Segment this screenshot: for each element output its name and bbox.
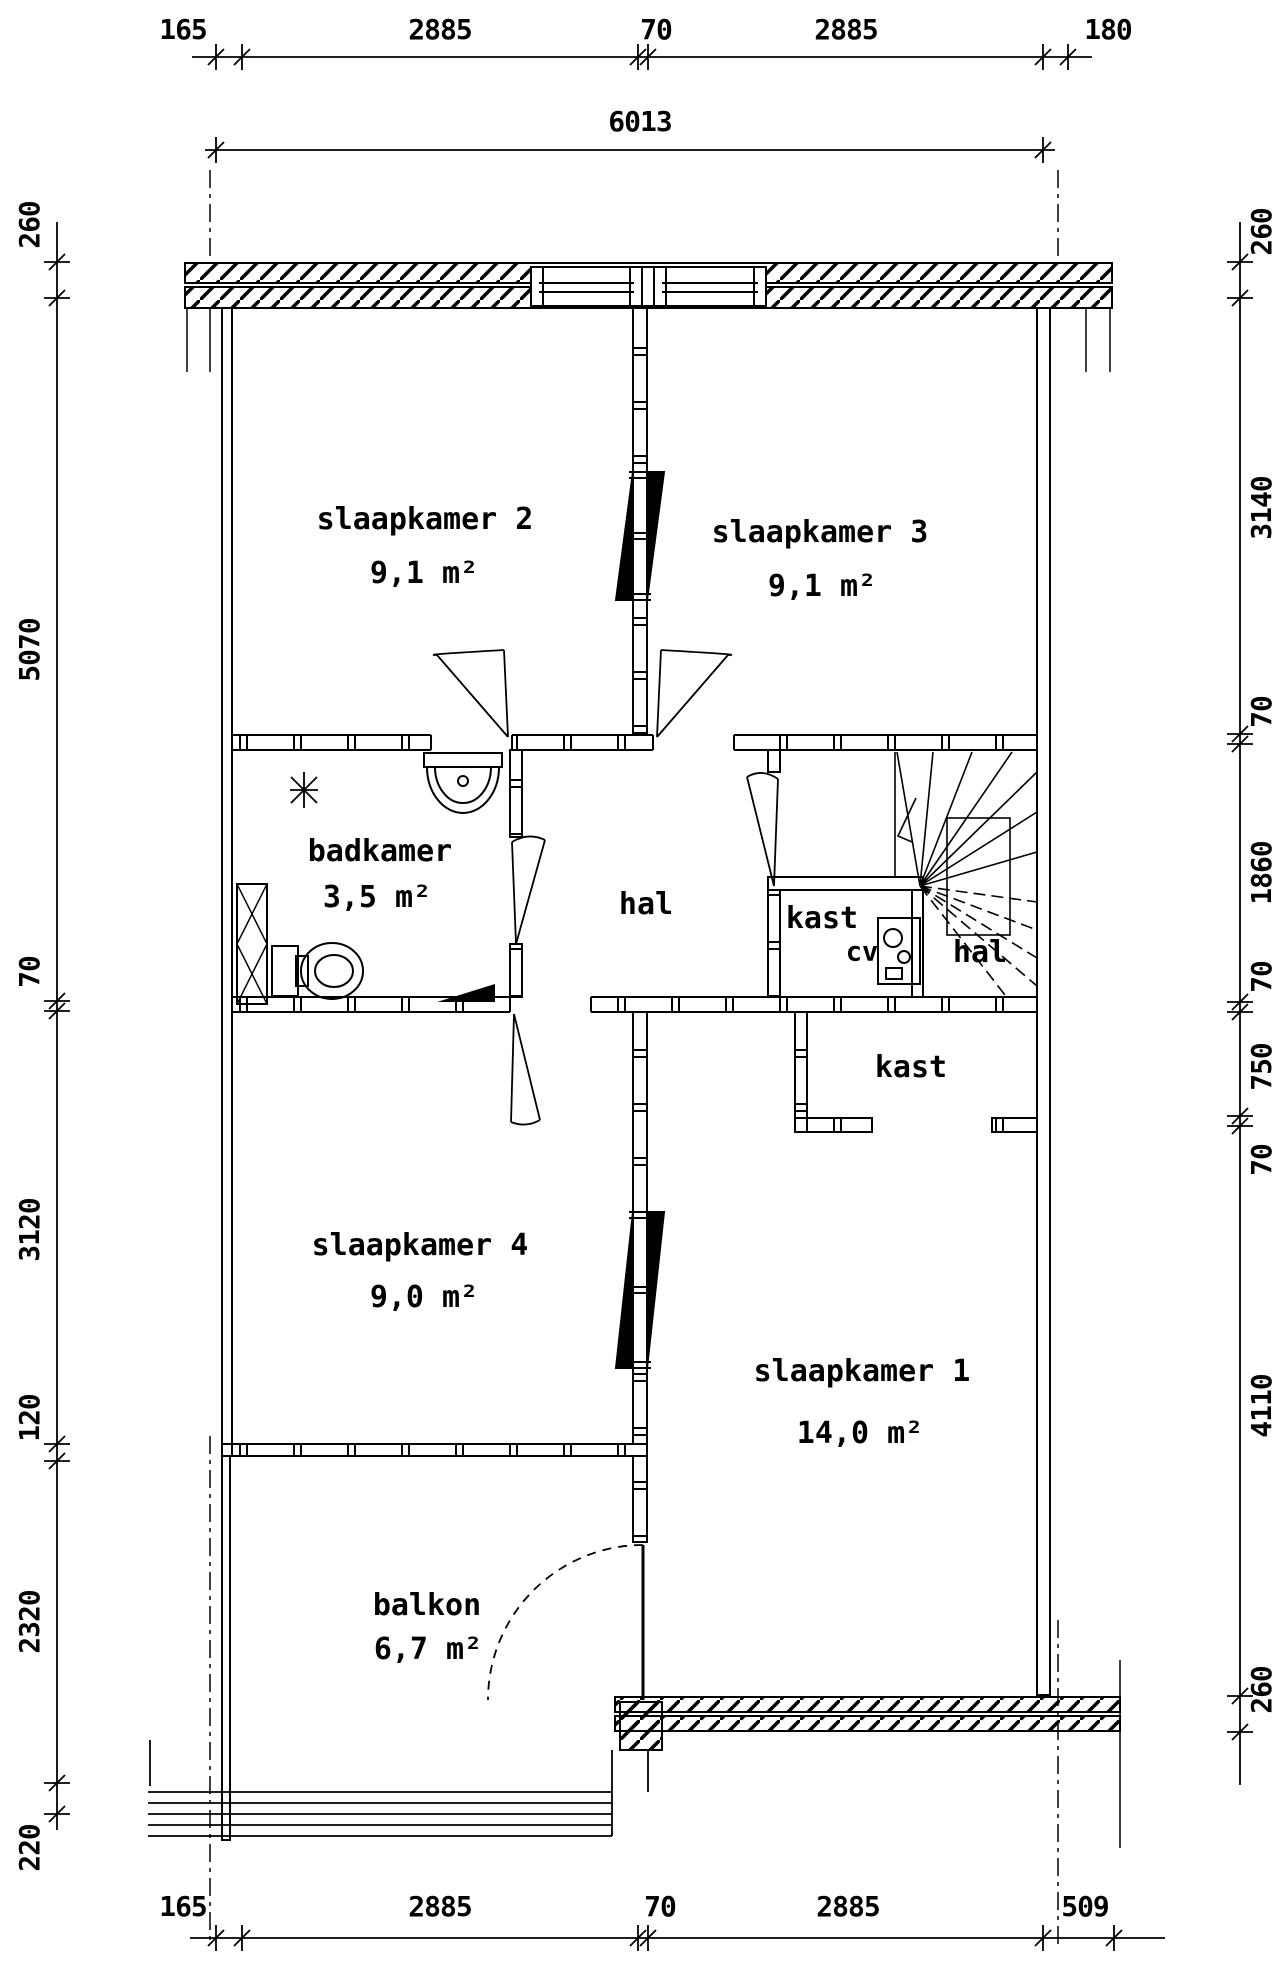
dim-right-1860: 1860 xyxy=(1245,841,1278,905)
balcony-pier xyxy=(619,1701,663,1751)
interior-walls xyxy=(221,307,1038,1543)
cv-boiler xyxy=(877,917,921,985)
dim-left-3120: 3120 xyxy=(13,1198,46,1262)
dim-left-260: 260 xyxy=(13,201,46,249)
room-label-kast-lower: kast xyxy=(874,1050,948,1085)
dim-right-70a: 70 xyxy=(1245,696,1278,728)
room-label-slaapkamer-4: slaapkamer 4 xyxy=(311,1228,529,1263)
dim-bottom-70: 70 xyxy=(644,1890,677,1923)
reference-grid-lines xyxy=(186,170,1121,1945)
dim-right-260b: 260 xyxy=(1245,1666,1278,1714)
room-label-cv: cv xyxy=(845,936,879,968)
toilet-bowl xyxy=(300,942,364,1000)
dim-bottom-165: 165 xyxy=(159,1890,208,1923)
dim-left-220: 220 xyxy=(13,1824,46,1872)
room-area-slaapkamer-3: 9,1 m² xyxy=(767,569,877,604)
dimension-lines xyxy=(44,44,1253,1951)
room-label-slaapkamer-2: slaapkamer 2 xyxy=(316,502,534,537)
dim-top-2885b: 2885 xyxy=(814,13,878,46)
room-label-kast-cv: kast xyxy=(785,901,859,936)
room-label-badkamer: badkamer xyxy=(307,834,453,869)
balcony-left-rail xyxy=(221,1455,231,1841)
dim-bottom-509: 509 xyxy=(1061,1890,1110,1923)
room-area-slaapkamer-2: 9,1 m² xyxy=(369,556,479,591)
shower-strip xyxy=(236,883,268,1005)
room-area-balkon: 6,7 m² xyxy=(373,1632,483,1667)
dim-top-2885a: 2885 xyxy=(408,13,472,46)
balcony-bottom-rail xyxy=(148,1791,612,1837)
dim-bottom-2885a: 2885 xyxy=(408,1890,472,1923)
dim-top-165: 165 xyxy=(159,13,208,46)
room-label-slaapkamer-3: slaapkamer 3 xyxy=(711,515,929,550)
room-label-balkon: balkon xyxy=(372,1588,482,1623)
room-area-slaapkamer-1: 14,0 m² xyxy=(796,1416,924,1451)
dim-right-260a: 260 xyxy=(1245,208,1278,256)
stairs xyxy=(894,751,1038,996)
dim-right-4110: 4110 xyxy=(1245,1374,1278,1438)
room-label-hal-stairs: hal xyxy=(952,935,1008,970)
dim-top-180: 180 xyxy=(1084,13,1133,46)
outer-walls xyxy=(184,259,1121,1732)
vent-window-symbols xyxy=(614,471,666,1369)
balcony xyxy=(148,1455,663,1841)
room-label-slaapkamer-1: slaapkamer 1 xyxy=(753,1354,971,1389)
dim-left-5070: 5070 xyxy=(13,618,46,682)
bathroom-fixtures xyxy=(236,752,921,1005)
dim-left-2320: 2320 xyxy=(13,1590,46,1654)
dim-left-120: 120 xyxy=(13,1394,46,1442)
stair-direction-arrow xyxy=(896,797,917,843)
dim-top-70: 70 xyxy=(640,13,673,46)
dim-top-total: 6013 xyxy=(608,105,672,138)
room-area-slaapkamer-4: 9,0 m² xyxy=(369,1280,479,1315)
threshold-wedge xyxy=(437,984,495,1002)
dim-bottom-2885b: 2885 xyxy=(816,1890,880,1923)
toilet-tank xyxy=(271,945,299,997)
dim-right-70c: 70 xyxy=(1245,1144,1278,1176)
dim-right-3140: 3140 xyxy=(1245,476,1278,540)
room-area-badkamer: 3,5 m² xyxy=(322,880,432,915)
dim-right-70b: 70 xyxy=(1245,961,1278,993)
room-label-hal-centre: hal xyxy=(618,887,674,922)
dim-left-70: 70 xyxy=(13,956,46,988)
radiator-symbol xyxy=(290,772,318,808)
door-swings xyxy=(432,649,779,1701)
dim-right-750: 750 xyxy=(1245,1043,1278,1091)
